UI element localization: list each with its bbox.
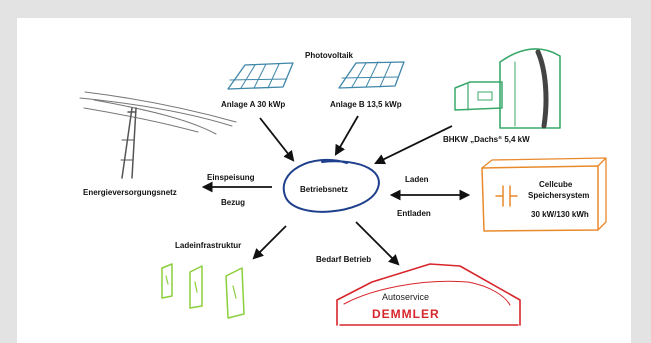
demand-label: Bedarf Betrieb xyxy=(316,255,371,264)
storage-line2: Speichersystem xyxy=(528,191,589,200)
pv-a-label: Anlage A 30 kWp xyxy=(221,100,285,109)
diagram-sheet: Photovoltaik Anlage A 30 kWp Anlage B 13… xyxy=(17,18,631,343)
charging-stations-icon xyxy=(161,263,245,319)
company-building-icon xyxy=(336,263,521,326)
storage-line1: Cellcube xyxy=(539,180,573,189)
arrow-charging xyxy=(252,225,287,260)
arrow-pv-a xyxy=(259,117,295,162)
company-line2: DEMMLER xyxy=(372,307,440,321)
arrow-bhkw xyxy=(374,125,453,165)
photovoltaik-title: Photovoltaik xyxy=(305,51,354,60)
arrow-pv-b xyxy=(334,115,359,156)
einspeisung-label: Einspeisung xyxy=(207,173,255,182)
pv-b-label: Anlage B 13,5 kWp xyxy=(330,100,402,109)
hub-betriebsnetz xyxy=(282,158,380,213)
storage-capacity: 30 kW/130 kWh xyxy=(531,210,589,219)
entladen-label: Entladen xyxy=(397,209,431,218)
grid-label: Energieversorgungsnetz xyxy=(83,188,177,197)
bezug-label: Bezug xyxy=(221,198,245,207)
company-line1: Autoservice xyxy=(382,292,429,302)
bhkw-unit-icon xyxy=(454,48,561,129)
hub-label: Betriebsnetz xyxy=(300,185,348,194)
storage-system-icon xyxy=(481,157,607,232)
arrow-demand xyxy=(355,221,400,266)
laden-label: Laden xyxy=(405,175,429,184)
bhkw-label: BHKW „Dachs“ 5,4 kW xyxy=(443,135,530,144)
pv-panel-b-icon xyxy=(338,61,405,89)
power-pylon-icon xyxy=(79,91,237,179)
charging-label: Ladeinfrastruktur xyxy=(175,241,241,250)
pv-panel-a-icon xyxy=(227,62,294,90)
